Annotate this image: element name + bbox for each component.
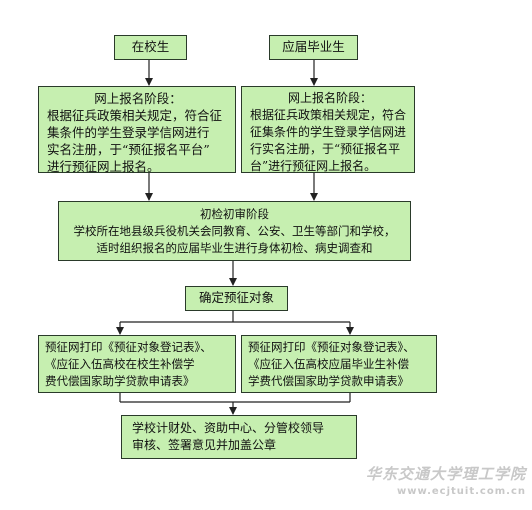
exam-line-2: 适时组织报名的应届毕业生进行身体初检、病史调查和	[96, 241, 373, 255]
print-right-line-2: 《应征入伍高校应届毕业生补偿	[248, 357, 409, 371]
online-left-line-1: 根据征兵政策相关规定，符合征	[47, 108, 223, 123]
confirm-candidates-box: 确定预征对象	[185, 286, 288, 311]
watermark-url: www.ecjtuit.com.cn	[397, 486, 526, 497]
online-registration-right-box: 网上报名阶段： 根据征兵政策相关规定，符合 征集条件的学生登录学信网进 行实名注…	[241, 86, 415, 173]
graduates-label: 应届毕业生	[282, 39, 345, 54]
online-right-title: 网上报名阶段：	[287, 91, 372, 105]
online-right-line-1: 根据征兵政策相关规定，符合	[250, 108, 407, 122]
confirm-label: 确定预征对象	[198, 290, 274, 305]
online-left-title: 网上报名阶段：	[94, 91, 182, 106]
graduates-box: 应届毕业生	[269, 35, 358, 60]
exam-title: 初检初审阶段	[200, 207, 269, 221]
exam-line-1: 学校所在地县级兵役机关会同教育、公安、卫生等部门和学校，	[73, 224, 396, 238]
online-right-line-4: 台”进行预征网上报名。	[250, 159, 377, 173]
print-right-line-3: 学费代偿国家助学贷款申请表》	[248, 374, 409, 388]
online-registration-left-box: 网上报名阶段： 根据征兵政策相关规定，符合征 集条件的学生登录学信网进行 实名注…	[38, 86, 236, 174]
final-line-1: 学校计财处、资助中心、分管校领导	[132, 421, 325, 435]
watermark-logo-text: 华东交通大学理工学院	[365, 465, 526, 483]
online-left-line-2: 集条件的学生登录学信网进行	[47, 125, 210, 140]
print-forms-right-box: 预征网打印《预征对象登记表》、 《应征入伍高校应届毕业生补偿 学费代偿国家助学贷…	[241, 335, 437, 393]
print-left-line-3: 费代偿国家助学贷款申请表》	[45, 374, 195, 388]
print-forms-left-box: 预征网打印《预征对象登记表》、 《应征入伍高校在校生补偿学 费代偿国家助学贷款申…	[38, 335, 236, 393]
online-right-line-3: 行实名注册，于“预征报名平	[250, 142, 401, 156]
online-left-line-3: 实名注册，于“预征报名平台”	[47, 142, 210, 157]
final-line-2: 审核、签署意见并加盖公章	[132, 438, 277, 452]
initial-exam-box: 初检初审阶段 学校所在地县级兵役机关会同教育、公安、卫生等部门和学校， 适时组织…	[58, 201, 411, 261]
print-left-line-1: 预征网打印《预征对象登记表》、	[45, 340, 212, 354]
in-school-box: 在校生	[114, 35, 187, 60]
print-left-line-2: 《应征入伍高校在校生补偿学	[45, 357, 195, 371]
in-school-label: 在校生	[131, 39, 170, 54]
print-right-line-1: 预征网打印《预征对象登记表》、	[248, 340, 415, 354]
online-right-line-2: 征集条件的学生登录学信网进	[250, 125, 407, 139]
final-approval-box: 学校计财处、资助中心、分管校领导 审核、签署意见并加盖公章	[121, 415, 357, 459]
online-left-line-4: 进行预征网上报名。	[47, 159, 160, 174]
